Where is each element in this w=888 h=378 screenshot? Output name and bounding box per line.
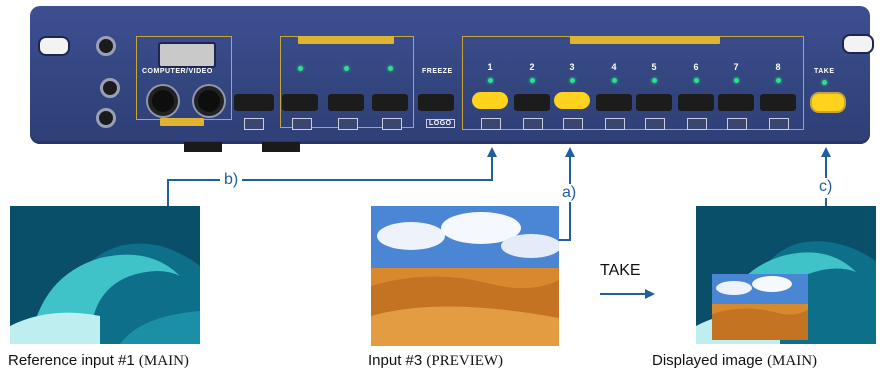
computer-video-label: COMPUTER/VIDEO bbox=[142, 68, 213, 75]
audio-jack bbox=[96, 36, 116, 56]
callout-c: c) bbox=[817, 178, 835, 196]
caption-reference-paren: (MAIN) bbox=[138, 353, 189, 369]
input-number-6: 6 bbox=[693, 62, 699, 72]
status-led bbox=[388, 66, 393, 71]
status-led bbox=[734, 78, 739, 83]
preset-button[interactable] bbox=[282, 94, 318, 111]
caption-input3-paren: (PREVIEW) bbox=[426, 353, 504, 369]
status-led bbox=[344, 66, 349, 71]
logo-label: LOGO bbox=[426, 119, 455, 128]
take-device-label: TAKE bbox=[814, 68, 835, 75]
input-key bbox=[687, 118, 707, 130]
input-button-6[interactable] bbox=[678, 94, 714, 111]
input-number-5: 5 bbox=[651, 62, 657, 72]
preset-tag bbox=[298, 36, 394, 44]
caption-displayed-paren: (MAIN) bbox=[767, 353, 818, 369]
preset-button[interactable] bbox=[372, 94, 408, 111]
s-video-connector bbox=[148, 86, 178, 116]
desert-image-input3 bbox=[371, 206, 559, 346]
preset-key bbox=[292, 118, 312, 130]
callout-b: b) bbox=[220, 171, 243, 189]
input-key bbox=[605, 118, 625, 130]
input-key bbox=[769, 118, 789, 130]
input-button-3[interactable] bbox=[554, 92, 590, 109]
callout-a-line bbox=[558, 147, 575, 241]
input-key bbox=[481, 118, 501, 130]
wave-image-displayed bbox=[696, 206, 876, 344]
preset-button[interactable] bbox=[328, 94, 364, 111]
input-number-3: 3 bbox=[569, 62, 575, 72]
mounting-foot bbox=[184, 142, 222, 152]
status-led bbox=[530, 78, 535, 83]
input-button-1[interactable] bbox=[472, 92, 508, 109]
take-text: TAKE bbox=[600, 262, 641, 279]
mounting-foot bbox=[262, 142, 300, 152]
callout-a: a) bbox=[560, 184, 579, 202]
input-button-8[interactable] bbox=[760, 94, 796, 111]
input-button-5[interactable] bbox=[636, 94, 672, 111]
input-key bbox=[523, 118, 543, 130]
caption-reference: Reference input #1 (MAIN) bbox=[8, 352, 189, 370]
preset-key bbox=[338, 118, 358, 130]
status-led bbox=[298, 66, 303, 71]
tv-button-key bbox=[244, 118, 264, 130]
input-button-4[interactable] bbox=[596, 94, 632, 111]
status-led bbox=[570, 78, 575, 83]
rack-screw-hole bbox=[842, 34, 874, 54]
desert-inset-image bbox=[712, 274, 808, 340]
audio-jack bbox=[100, 78, 120, 98]
c-video-connector bbox=[194, 86, 224, 116]
status-led bbox=[612, 78, 617, 83]
caption-displayed: Displayed image (MAIN) bbox=[652, 352, 817, 370]
vga-connector bbox=[158, 42, 216, 68]
status-led bbox=[822, 80, 827, 85]
wave-image-reference bbox=[10, 206, 200, 344]
caption-reference-main: Reference input #1 bbox=[8, 352, 139, 369]
input-tag bbox=[570, 36, 720, 44]
input-key bbox=[645, 118, 665, 130]
preset-key bbox=[382, 118, 402, 130]
status-led bbox=[488, 78, 493, 83]
take-button[interactable] bbox=[810, 92, 846, 113]
connector-tag bbox=[160, 118, 204, 126]
input-button-2[interactable] bbox=[514, 94, 550, 111]
input-key bbox=[563, 118, 583, 130]
rack-screw-hole bbox=[38, 36, 70, 56]
input-number-8: 8 bbox=[775, 62, 781, 72]
callout-b-line bbox=[167, 147, 497, 206]
device-front-panel: COMPUTER/VIDEO FREEZE LOGO 1 2 3 4 5 6 7… bbox=[30, 6, 874, 144]
input-key bbox=[727, 118, 747, 130]
input-number-2: 2 bbox=[529, 62, 535, 72]
audio-jack bbox=[96, 108, 116, 128]
freeze-label: FREEZE bbox=[422, 68, 453, 75]
status-led bbox=[694, 78, 699, 83]
input-number-7: 7 bbox=[733, 62, 739, 72]
caption-input3: Input #3 (PREVIEW) bbox=[368, 352, 503, 370]
input-number-4: 4 bbox=[611, 62, 617, 72]
freeze-button[interactable] bbox=[418, 94, 454, 111]
input-button-7[interactable] bbox=[718, 94, 754, 111]
input-number-1: 1 bbox=[487, 62, 493, 72]
caption-displayed-main: Displayed image bbox=[652, 352, 768, 369]
caption-input3-main: Input #3 bbox=[368, 352, 427, 369]
status-led bbox=[776, 78, 781, 83]
status-led bbox=[652, 78, 657, 83]
tv-button[interactable] bbox=[234, 94, 274, 111]
